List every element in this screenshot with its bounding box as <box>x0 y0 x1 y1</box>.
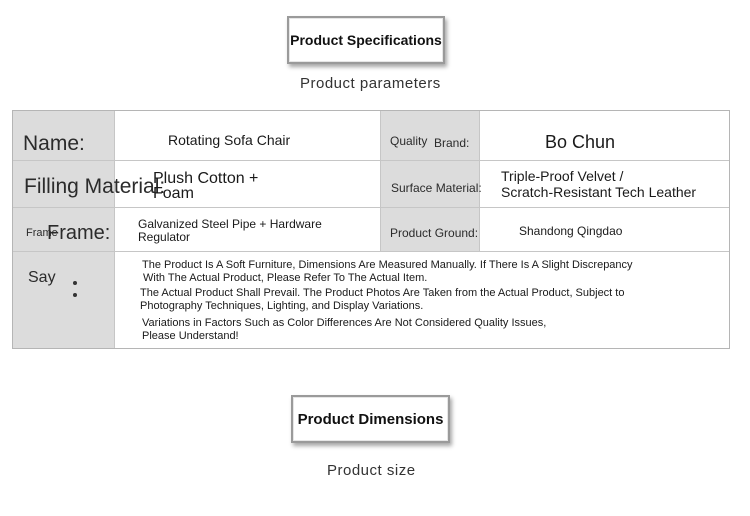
frame-value: Galvanized Steel Pipe + Hardware Regulat… <box>138 218 322 244</box>
brand-label: Brand: <box>434 136 470 150</box>
note-line: With The Actual Product, Please Refer To… <box>143 272 428 284</box>
frame-value-line2: Regulator <box>138 230 191 244</box>
specs-table: Name: Rotating Sofa Chair Quality Brand:… <box>12 110 730 349</box>
frame-value-line1: Galvanized Steel Pipe + Hardware <box>138 217 322 231</box>
specs-subtitle: Product parameters <box>300 75 441 92</box>
say-label: Say <box>28 269 56 286</box>
surface-value-line2: Scratch-Resistant Tech Leather <box>501 184 697 200</box>
column-divider <box>479 111 480 251</box>
column-divider <box>380 111 381 251</box>
frame-label-small: Frame <box>26 227 58 239</box>
ground-label: Product Ground: <box>390 226 479 240</box>
ground-value: Shandong Qingdao <box>519 224 623 238</box>
filling-value-line1: Plush Cotton + <box>153 170 259 187</box>
filling-value: Plush Cotton + Foam <box>153 170 259 202</box>
note-line: The Actual Product Shall Prevail. The Pr… <box>140 287 625 299</box>
specs-heading-box: Product Specifications <box>287 16 445 64</box>
note-line: Photography Techniques, Lighting, and Di… <box>140 300 424 312</box>
note-paragraph-2: The Actual Product Shall Prevail. The Pr… <box>140 287 624 313</box>
brand-value: Bo Chun <box>545 132 616 152</box>
bullet-dot <box>73 293 77 297</box>
surface-value: Triple-Proof Velvet / Scratch-Resistant … <box>501 168 696 200</box>
quality-label: Quality <box>390 134 428 148</box>
note-line: Variations in Factors Such as Color Diff… <box>142 317 547 329</box>
dims-heading-box: Product Dimensions <box>291 395 450 443</box>
name-label: Name: <box>23 132 85 155</box>
note-line: Please Understand! <box>142 330 239 342</box>
column-divider <box>114 111 115 348</box>
note-paragraph-3: Variations in Factors Such as Color Diff… <box>142 317 546 343</box>
specs-title: Product Specifications <box>290 32 442 48</box>
dims-subtitle: Product size <box>327 462 416 479</box>
note-line: The Product Is A Soft Furniture, Dimensi… <box>142 259 633 271</box>
frame-label: Frame: <box>47 222 111 244</box>
filling-label: Filling Material: <box>24 175 166 198</box>
dims-title: Product Dimensions <box>297 410 444 428</box>
row-divider <box>13 160 729 161</box>
surface-label: Surface Material: <box>391 181 482 195</box>
bullet-dot <box>73 281 77 285</box>
note-paragraph-1: The Product Is A Soft Furniture, Dimensi… <box>142 259 633 285</box>
label-column-left <box>13 111 114 348</box>
row-divider <box>13 207 729 208</box>
surface-value-line1: Triple-Proof Velvet / <box>501 168 624 184</box>
row-divider <box>13 251 729 252</box>
filling-value-line2: Foam <box>153 185 194 202</box>
label-column-right <box>380 111 479 251</box>
name-value: Rotating Sofa Chair <box>168 132 291 148</box>
